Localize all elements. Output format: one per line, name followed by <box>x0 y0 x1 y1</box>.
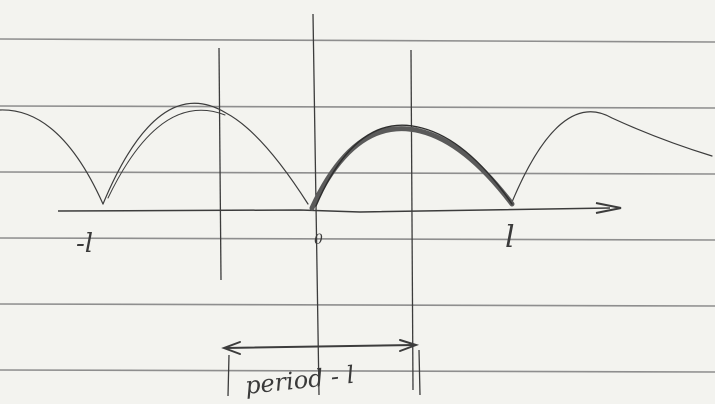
axis-arrow-icon <box>595 202 622 214</box>
label-origin: 0 <box>314 232 323 248</box>
highlighted-period-arch <box>309 124 515 211</box>
curve-arch-left-edge <box>0 109 104 205</box>
arrow-right-icon <box>399 339 420 352</box>
arrow-left-icon <box>221 341 241 355</box>
ruled-line <box>0 303 715 307</box>
ruled-line <box>0 369 715 373</box>
period-arrow <box>221 339 420 355</box>
label-pos-l: l <box>505 220 515 255</box>
ruled-lines <box>0 38 715 373</box>
vertical-line-left <box>218 47 222 281</box>
ruled-line <box>0 105 715 109</box>
bold-arch-outline <box>315 124 513 207</box>
period-bracket-left <box>227 354 230 397</box>
ruled-line <box>0 171 715 175</box>
x-axis <box>57 202 622 214</box>
curve-arch-left <box>102 102 309 205</box>
vertical-line-right <box>410 49 414 391</box>
ruled-line <box>0 237 715 241</box>
periodic-curve <box>0 102 713 205</box>
ruled-line <box>0 38 715 43</box>
label-period: period - l <box>244 361 356 400</box>
period-bracket-right <box>418 349 421 396</box>
curve-arch-right <box>511 111 713 203</box>
period-arrow-shaft <box>225 344 416 349</box>
label-neg-l: -l <box>76 229 93 259</box>
curve-arch-left-retrace <box>107 109 226 199</box>
axis-line <box>57 207 611 213</box>
vertical-lines <box>218 13 421 397</box>
